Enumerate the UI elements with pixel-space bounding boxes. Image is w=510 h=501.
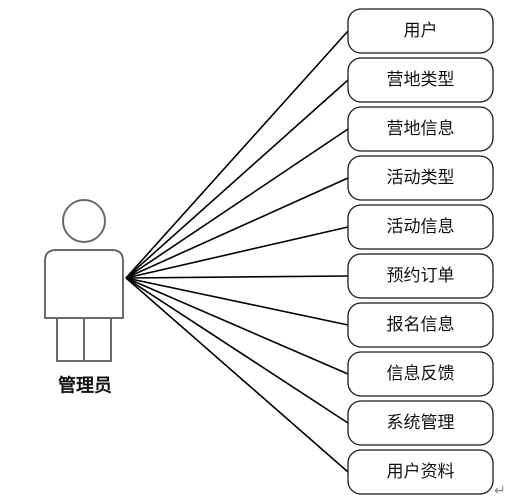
connector-line (125, 275, 349, 279)
use-case-box-frame (347, 57, 494, 103)
use-case-box: 活动信息 (347, 204, 494, 250)
connector-line (125, 226, 349, 279)
use-case-box-frame (347, 253, 494, 299)
connector-line (125, 79, 349, 279)
use-case-label: 系统管理 (387, 413, 455, 433)
use-case-box-frame (347, 400, 494, 446)
use-case-label: 活动信息 (387, 217, 455, 237)
use-case-label: 用户资料 (387, 462, 455, 482)
connector-line (125, 128, 349, 279)
use-case-label: 营地信息 (387, 119, 455, 139)
connector-line (125, 277, 349, 326)
use-case-box-frame (347, 8, 494, 54)
connector-line (125, 277, 349, 375)
use-case-label: 活动类型 (387, 168, 455, 188)
use-case-box: 用户 (347, 8, 494, 54)
use-case-box-frame (347, 302, 494, 348)
use-case-box: 营地信息 (347, 106, 494, 152)
connector-line (125, 277, 349, 424)
use-case-box: 报名信息 (347, 302, 494, 348)
use-case-box: 用户资料 (347, 449, 494, 495)
connector-line (125, 277, 349, 473)
use-case-box-frame (347, 106, 494, 152)
use-case-label: 报名信息 (387, 315, 455, 335)
use-case-box-frame (347, 155, 494, 201)
use-case-box: 系统管理 (347, 400, 494, 446)
use-case-label: 用户 (404, 21, 438, 41)
actor-label: 管理员 (58, 375, 112, 397)
use-case-label: 营地类型 (387, 70, 455, 90)
use-case-label: 信息反馈 (387, 364, 455, 384)
use-case-box-frame (347, 204, 494, 250)
actor-admin: 管理员 (44, 199, 124, 397)
use-case-box-frame (347, 351, 494, 397)
return-arrow-icon: ↵ (494, 483, 506, 499)
connector-lines (125, 30, 349, 473)
use-case-box-frame (347, 449, 494, 495)
use-case-box: 活动类型 (347, 155, 494, 201)
use-case-box: 预约订单 (347, 253, 494, 299)
person-icon (44, 199, 124, 362)
connector-line (125, 30, 349, 279)
connector-line (125, 177, 349, 279)
use-case-label: 预约订单 (387, 266, 455, 286)
use-case-box: 营地类型 (347, 57, 494, 103)
use-case-box: 信息反馈 (347, 351, 494, 397)
